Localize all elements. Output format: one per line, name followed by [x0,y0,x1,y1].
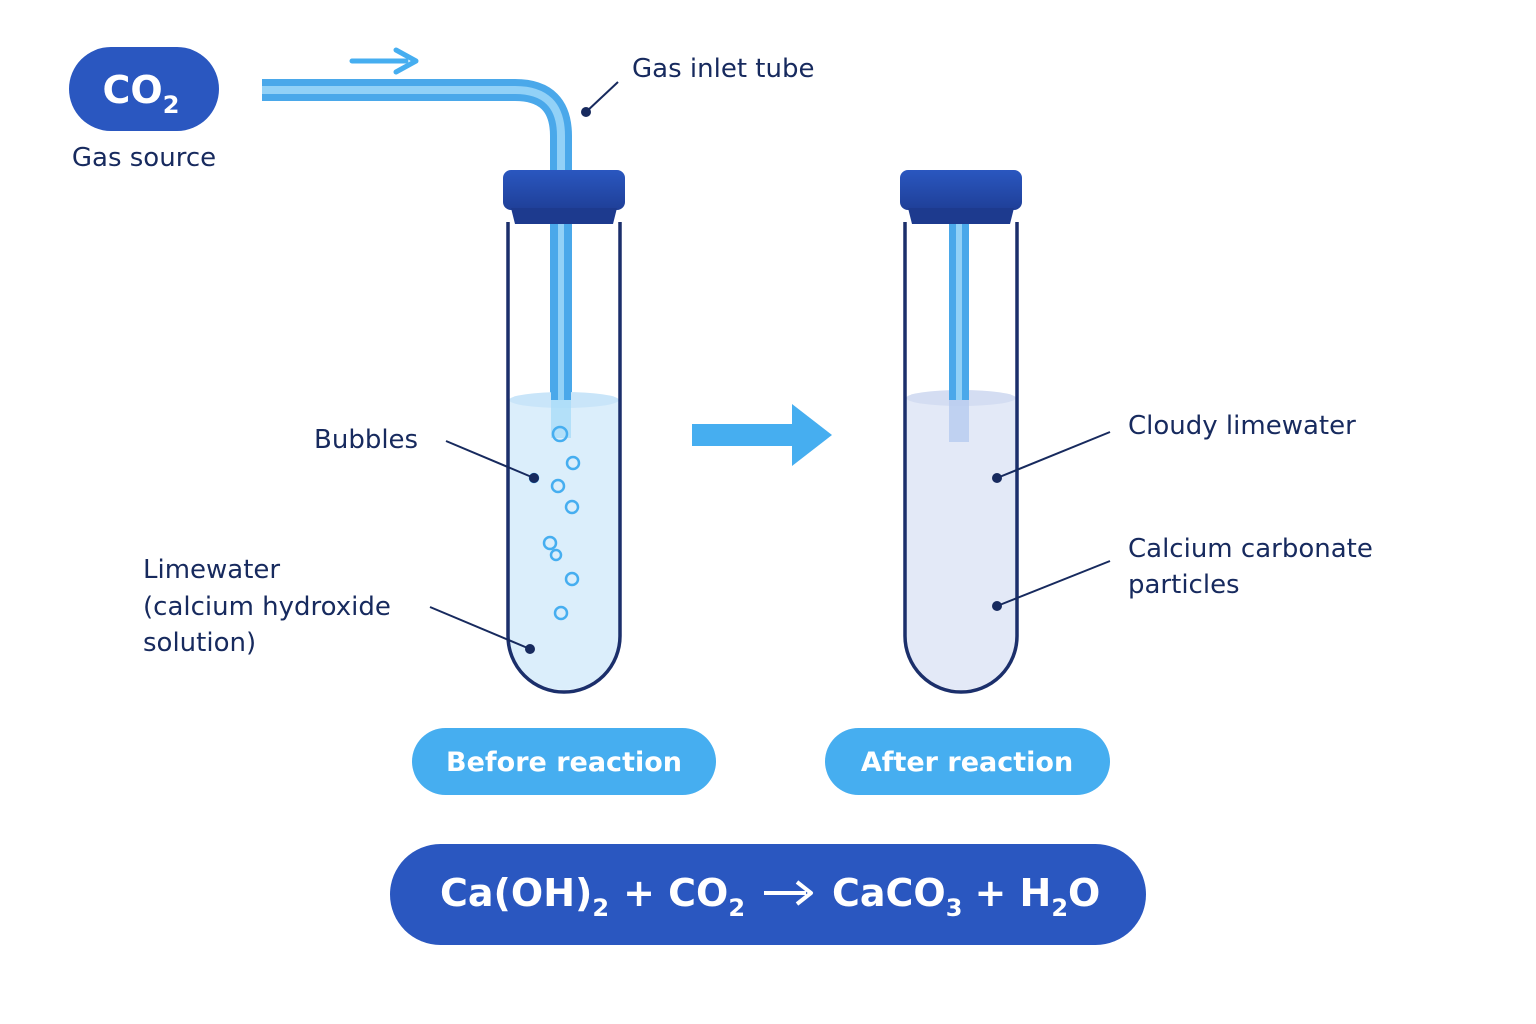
yields-arrow-icon [764,880,813,906]
test-tube-after [900,170,1022,694]
gas-inlet-tube [262,79,572,400]
equation-left: Ca(OH)2+ CO2 [440,871,745,922]
cloudy-limewater-label: Cloudy limewater [1128,411,1356,441]
limewater-liquid [509,400,619,690]
stopper-before [503,170,625,210]
bubbles-label: Bubbles [314,425,418,455]
gas-source-label: Gas source [72,143,216,173]
gas-inlet-tube-leader [581,81,619,117]
stopper-after [900,170,1022,210]
gas-flow-arrow-icon [349,47,419,75]
before-reaction-pill: Before reaction [412,728,716,795]
limewater-label: Limewater (calcium hydroxide solution) [143,555,399,658]
co2-pill-text: CO2 [103,68,180,119]
bubbles-leader [445,440,539,483]
after-reaction-text: After reaction [861,747,1073,778]
chemical-equation: Ca(OH)2+ CO2 CaCO3+ H2O [390,844,1146,945]
co2-pill [69,47,219,131]
calcium-carbonate-label: Calcium carbonate particles [1128,534,1381,600]
gas-source: CO2 Gas source [69,47,219,173]
calcium-carbonate-leader [992,560,1111,611]
test-tube-before [503,170,625,694]
reaction-arrow-icon [692,404,832,466]
after-reaction-pill: After reaction [825,728,1110,795]
cloudy-limewater-leader [992,431,1111,483]
cloudy-limewater-liquid [906,398,1016,690]
before-reaction-text: Before reaction [446,747,682,778]
limewater-leader [429,606,535,654]
equation-right: CaCO3+ H2O [832,871,1100,922]
gas-inlet-tube-label: Gas inlet tube [632,54,814,84]
